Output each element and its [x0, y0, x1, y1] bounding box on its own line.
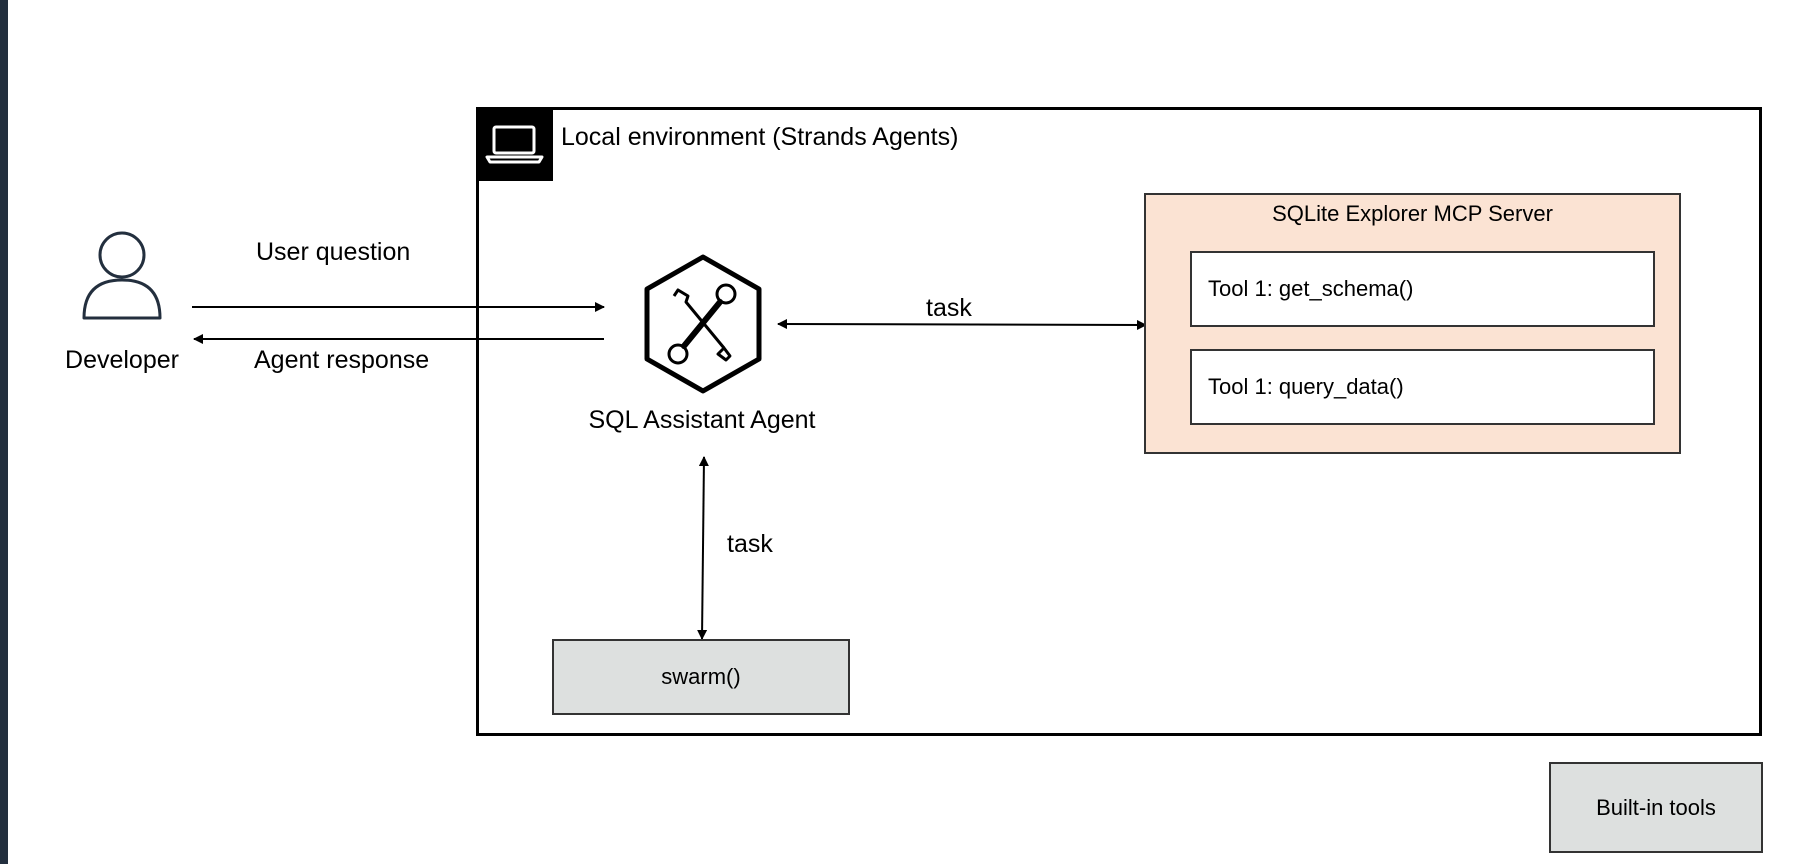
tool-query-data: Tool 1: query_data() [1190, 349, 1655, 425]
tool-label: Tool 1: query_data() [1208, 374, 1404, 399]
swarm-label: swarm() [661, 664, 741, 689]
agent-swarm-arrow [697, 456, 709, 640]
mcp-server-title: SQLite Explorer MCP Server [1272, 201, 1553, 226]
swarm-tool-box: swarm() [552, 639, 850, 715]
person-icon [78, 228, 166, 327]
tool-get-schema: Tool 1: get_schema() [1190, 251, 1655, 327]
legend-label: Built-in tools [1596, 794, 1716, 820]
left-edge-bar [0, 0, 8, 864]
agent-response-label: Agent response [254, 346, 430, 374]
environment-title: Local environment (Strands Agents) [561, 123, 959, 151]
agent-mcp-arrow [777, 319, 1147, 330]
tools-hexagon-icon [640, 254, 766, 399]
agent-label: SQL Assistant Agent [588, 406, 816, 434]
tool-label: Tool 1: get_schema() [1208, 276, 1414, 301]
developer-label: Developer [65, 346, 179, 374]
task-swarm-label: task [727, 530, 773, 558]
laptop-icon [476, 107, 553, 181]
task-mcp-label: task [926, 294, 972, 322]
legend-builtin-tools: Built-in tools [1549, 762, 1763, 853]
local-environment-container [476, 107, 1762, 736]
user-question-label: User question [256, 238, 411, 266]
